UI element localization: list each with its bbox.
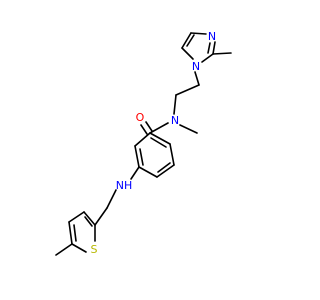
bond-ar-c4-c5 xyxy=(156,164,175,178)
imidazole-n1: N xyxy=(192,60,200,73)
bond-ar-c1-c2 xyxy=(134,132,151,147)
bond-n-methyl xyxy=(179,124,198,134)
carbonyl-oxygen-label: O xyxy=(136,111,145,124)
bond-th-c3-c2 xyxy=(83,211,96,226)
bond-im-c4-n3 xyxy=(190,32,207,35)
bond-th-s-c5 xyxy=(71,243,87,253)
bond-th-c3-c2-inner xyxy=(84,216,93,227)
carbonyl-oxygen: O xyxy=(136,111,145,124)
bond-th-c5-c4-inner xyxy=(73,224,77,242)
amine-nh: NH xyxy=(116,179,133,192)
amide-nitrogen: N xyxy=(171,114,179,127)
molecule-diagram: O N N N NH S xyxy=(0,0,300,300)
bond-im-n1-c5 xyxy=(181,47,194,60)
bond-ch2-imidazole xyxy=(194,71,200,86)
bond-ar-c5-c6 xyxy=(169,143,175,166)
bond-im-c2-n1 xyxy=(201,53,214,63)
bond-ar-c2-c3-inner xyxy=(139,148,144,166)
bond-ch2-ch2 xyxy=(175,84,200,96)
bond-ar-nh xyxy=(130,166,140,180)
bond-ar-c6-c1-inner xyxy=(150,137,167,148)
imidazole-n1-label: N xyxy=(192,60,200,73)
bonds xyxy=(55,32,232,256)
atom-labels: O N N N NH S xyxy=(91,30,217,256)
bond-nh-ch2 xyxy=(106,189,117,209)
structure-svg: O N N N NH S xyxy=(0,0,300,300)
bond-im-n3-c2 xyxy=(212,41,216,55)
bond-ar-c2-c3 xyxy=(134,145,140,168)
imidazole-n3: N xyxy=(208,30,216,43)
bond-ar-c4-c5-inner xyxy=(157,162,171,173)
thiophene-sulfur-label: S xyxy=(91,243,98,256)
bond-im-c5-c4-inner xyxy=(186,34,195,47)
bond-carbonyl-o-b xyxy=(145,121,153,132)
bond-th-c4-c3 xyxy=(68,211,85,223)
amide-nitrogen-label: N xyxy=(171,114,179,127)
bond-ar-c6-c1 xyxy=(149,132,171,145)
bond-im-n3-c2-inner xyxy=(207,42,211,54)
bond-ar-c3-c4 xyxy=(138,166,158,178)
amine-nh-label: NH xyxy=(116,179,133,192)
bond-th-c5-c4 xyxy=(68,221,73,245)
bond-carbonyl-n xyxy=(149,122,169,134)
bond-th-methyl xyxy=(55,243,73,256)
bond-im-c5-c4 xyxy=(181,32,192,49)
thiophene-sulfur: S xyxy=(91,243,98,256)
background xyxy=(0,0,300,300)
bond-n-ch2-a xyxy=(173,94,177,115)
bond-im-methyl xyxy=(212,52,232,55)
bond-ch2-thiophene xyxy=(94,207,108,226)
imidazole-n3-label: N xyxy=(208,30,216,43)
bond-carbonyl-o-a xyxy=(140,124,148,135)
